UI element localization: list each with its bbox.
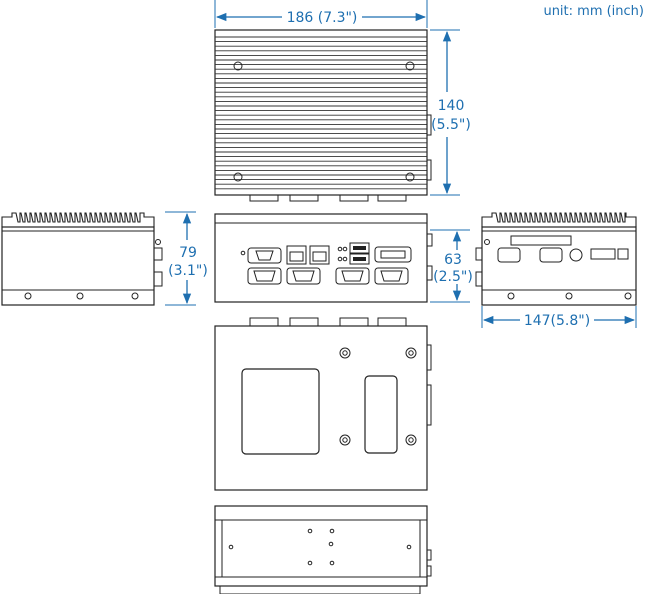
rear-depth-dimension: 147(5.8") (524, 313, 590, 329)
left-side-view (1, 212, 163, 306)
front-height-mm: 63 (444, 252, 462, 268)
side-height-mm: 79 (179, 245, 197, 261)
top-height-inch: (5.5") (431, 117, 471, 133)
bottom-view (214, 317, 432, 491)
top-height-mm: 140 (438, 98, 465, 114)
front-height-inch: (2.5") (433, 269, 473, 285)
top-width-dimension: 186 (7.3") (287, 10, 358, 26)
top-view (214, 29, 432, 202)
back-plate-view (214, 505, 432, 594)
unit-label: unit: mm (inch) (543, 4, 644, 19)
rear-io-view (475, 212, 637, 306)
front-io-view (214, 213, 433, 303)
side-height-inch: (3.1") (168, 263, 208, 279)
